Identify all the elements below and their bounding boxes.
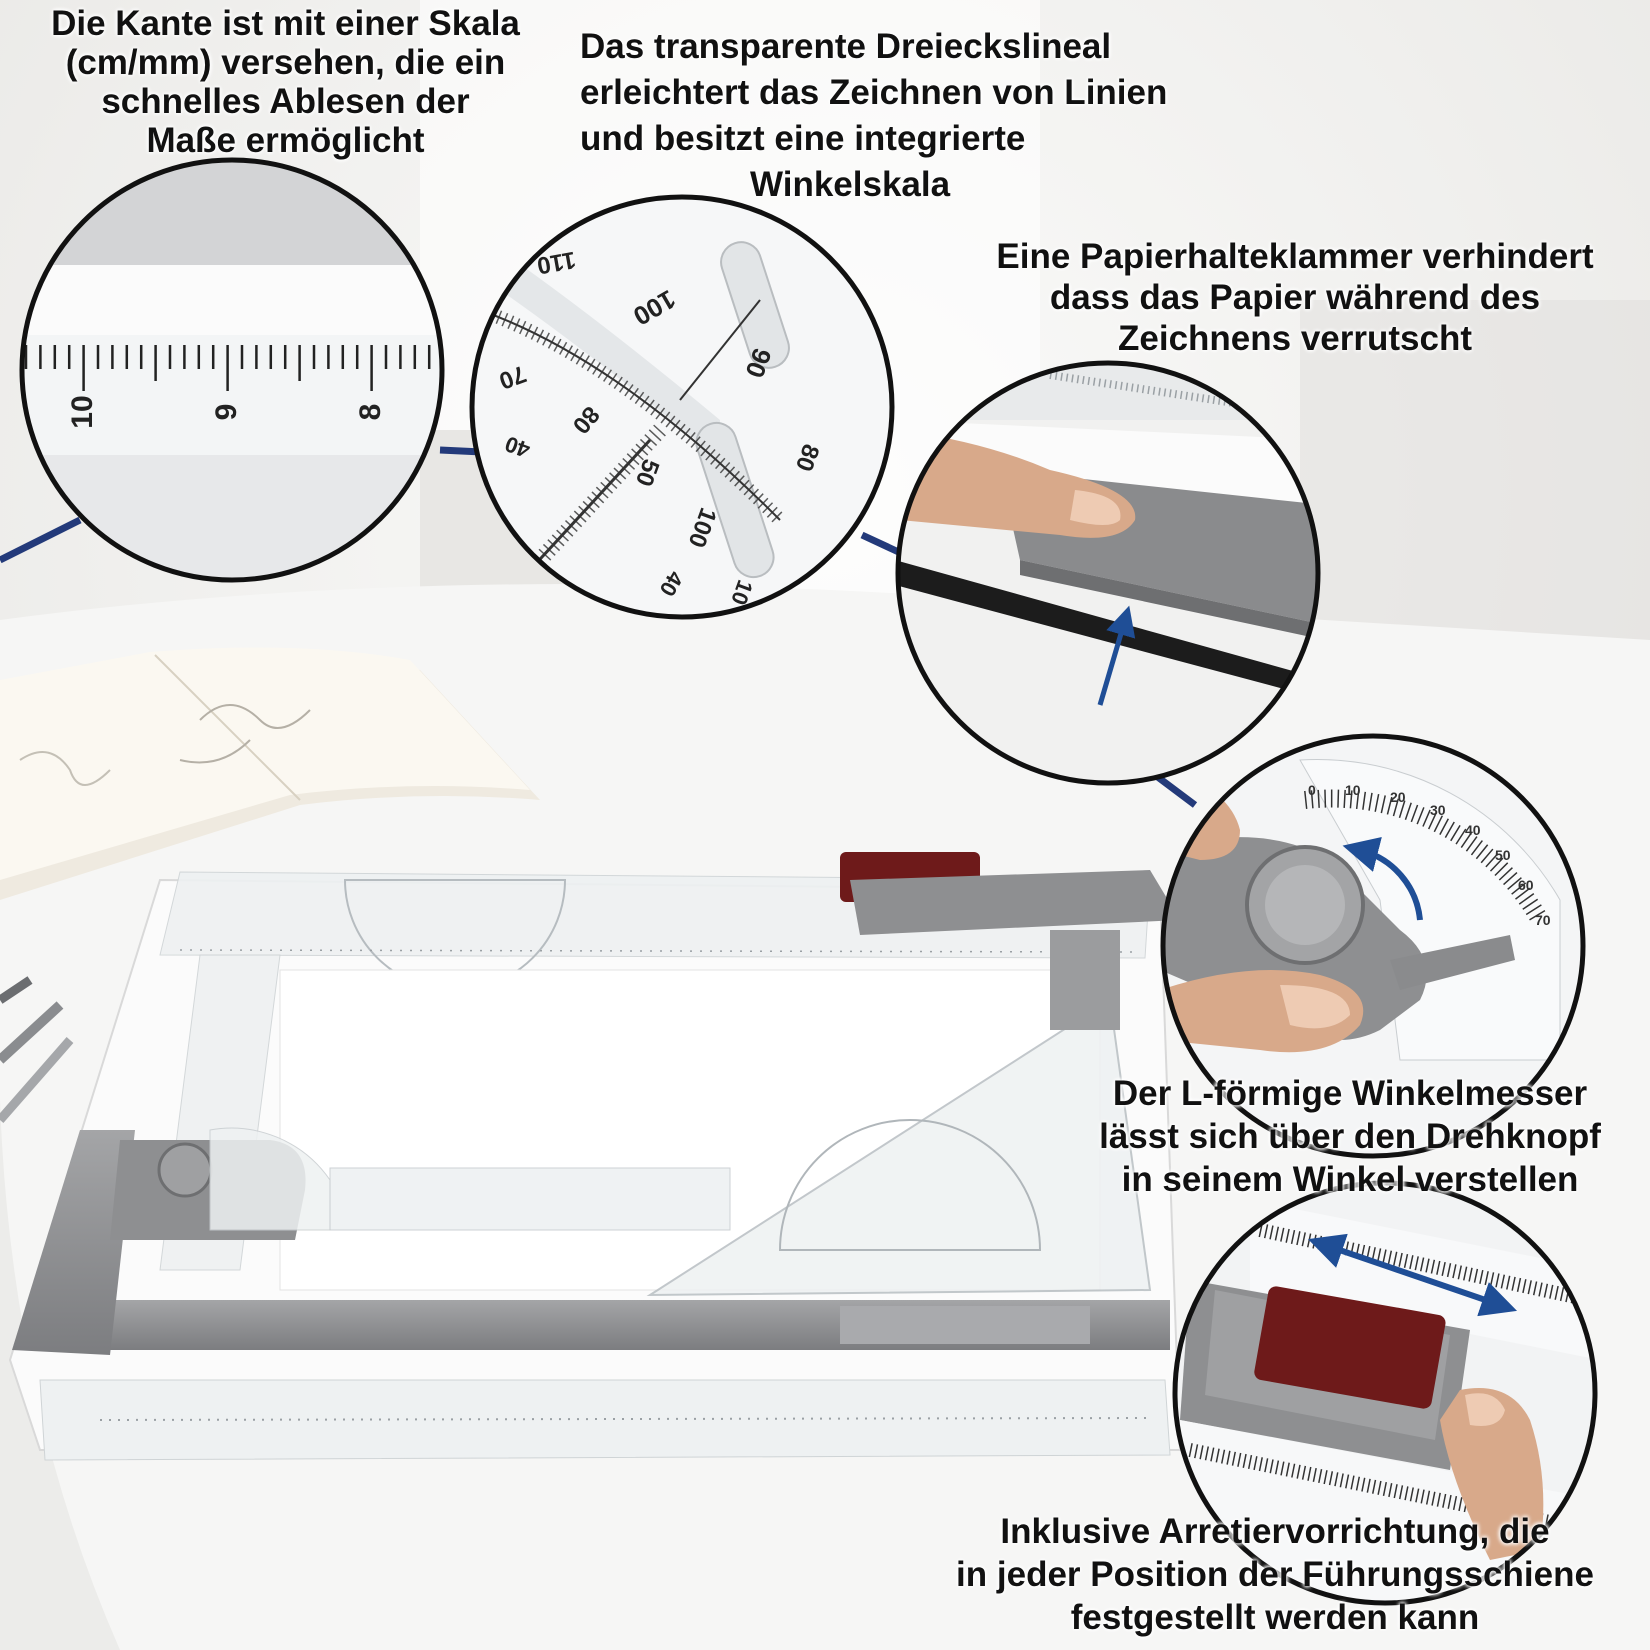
rotation-arrow-icon bbox=[1342, 836, 1423, 921]
caption-line: dass das Papier während des bbox=[1049, 278, 1541, 317]
caption-line: Zeichnens verrutscht bbox=[1118, 319, 1472, 358]
protractor-scale-label: 70 bbox=[1535, 912, 1551, 928]
protractor-scale-label: 40 bbox=[1465, 822, 1481, 838]
caption-line: in jeder Position der Führungsschiene bbox=[956, 1555, 1594, 1594]
caption-line: Maße ermöglicht bbox=[146, 121, 425, 160]
caption-triangle: Das transparente Dreieckslineal erleicht… bbox=[580, 24, 1270, 208]
protractor-scale-label: 30 bbox=[1430, 802, 1446, 818]
caption-edge-scale: Die Kante ist mit einer Skala (cm/mm) ve… bbox=[8, 4, 563, 160]
protractor-scale-label: 10 bbox=[1345, 782, 1361, 798]
double-arrow-icon bbox=[1307, 1233, 1518, 1317]
caption-line: Inklusive Arretiervorrichtung, die bbox=[1000, 1512, 1550, 1551]
zoom-ruler: 10 9 8 bbox=[19, 157, 445, 583]
caption-line: (cm/mm) versehen, die ein bbox=[65, 43, 506, 82]
ruler-tick-label: 10 bbox=[66, 395, 99, 428]
ruler-ticks bbox=[24, 345, 431, 391]
caption-line: und besitzt eine integrierte bbox=[580, 119, 1026, 158]
ruler-tick-label: 9 bbox=[210, 404, 243, 421]
pencils bbox=[0, 976, 74, 1123]
table-edge bbox=[0, 1100, 120, 1650]
caption-paper-clamp: Eine Papierhalteklammer verhindert dass … bbox=[950, 236, 1640, 359]
caption-line: Der L-förmige Winkelmesser bbox=[1112, 1074, 1588, 1113]
protractor-scale-label: 0 bbox=[1308, 782, 1316, 798]
caption-protractor: Der L-förmige Winkelmesser lässt sich üb… bbox=[1050, 1072, 1650, 1201]
caption-line: in seinem Winkel verstellen bbox=[1121, 1160, 1579, 1199]
caption-line: Eine Papierhalteklammer verhindert bbox=[996, 237, 1594, 276]
caption-line: Die Kante ist mit einer Skala bbox=[51, 4, 520, 43]
caption-lock: Inklusive Arretiervorrichtung, die in je… bbox=[900, 1510, 1650, 1639]
zoom-lock bbox=[1172, 1180, 1598, 1606]
protractor-scale-label: 60 bbox=[1518, 877, 1534, 893]
caption-line: lässt sich über den Drehknopf bbox=[1099, 1117, 1601, 1156]
notebook bbox=[0, 647, 540, 900]
caption-line: Das transparente Dreieckslineal bbox=[580, 27, 1112, 66]
protractor-scale-label: 20 bbox=[1390, 789, 1406, 805]
caption-line: Winkelskala bbox=[750, 165, 951, 204]
caption-line: schnelles Ablesen der bbox=[101, 82, 470, 121]
push-arrow-icon bbox=[1097, 605, 1136, 706]
protractor-scale-label: 50 bbox=[1495, 847, 1511, 863]
ruler-tick-label: 8 bbox=[354, 404, 387, 421]
drawing-board bbox=[8, 852, 1182, 1461]
caption-line: erleichtert das Zeichnen von Linien bbox=[580, 73, 1168, 112]
caption-line: festgestellt werden kann bbox=[1070, 1598, 1480, 1637]
zoom-triangle: 110 100 90 70 80 40 50 100 40 10 80 bbox=[469, 194, 895, 620]
